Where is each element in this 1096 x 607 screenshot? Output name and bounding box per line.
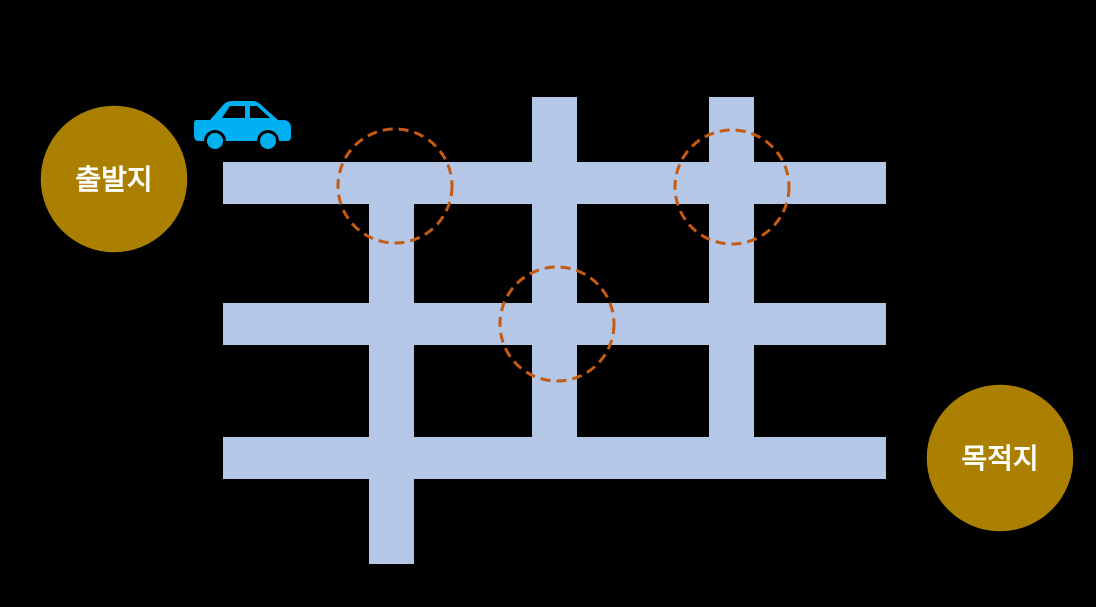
car-icon bbox=[194, 101, 291, 152]
destination-node-circle bbox=[925, 383, 1075, 533]
road-vertical-center bbox=[532, 97, 577, 479]
intersection-marker bbox=[498, 265, 616, 383]
intersection-marker bbox=[336, 127, 454, 245]
start-node-label: 출발지 bbox=[75, 163, 152, 196]
road-vertical-right bbox=[709, 97, 754, 479]
intersection-marker bbox=[673, 128, 791, 246]
road-vertical-left bbox=[369, 162, 414, 564]
road-grid bbox=[223, 97, 886, 564]
destination-node-label: 목적지 bbox=[961, 442, 1038, 475]
start-node: 출발지 bbox=[39, 104, 189, 254]
start-node-circle bbox=[39, 104, 189, 254]
destination-node: 목적지 bbox=[925, 383, 1075, 533]
intersection-markers bbox=[336, 127, 791, 383]
